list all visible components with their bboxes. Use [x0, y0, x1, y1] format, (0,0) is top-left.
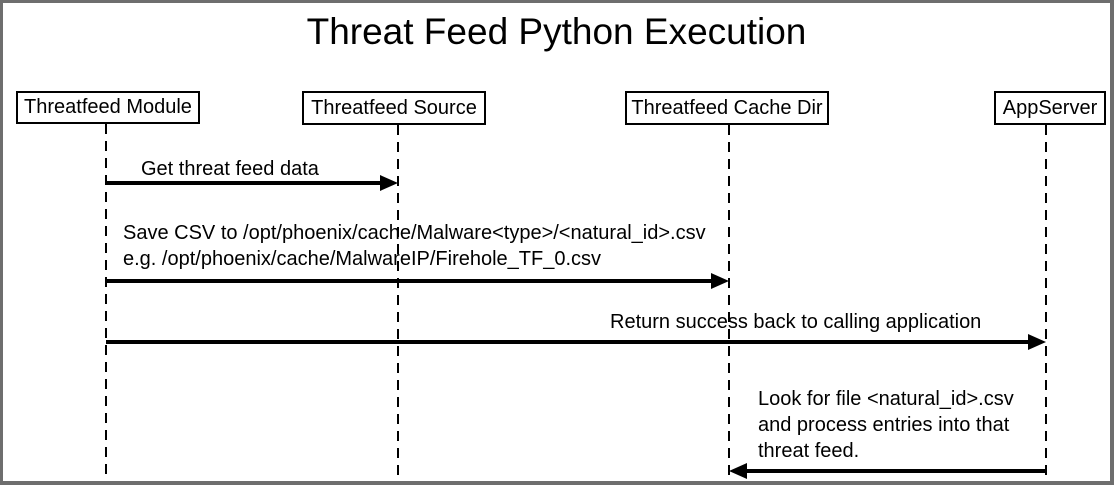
message-label-look-for-file-line-2: and process entries into that	[758, 414, 1010, 436]
arrowhead-left-icon	[729, 463, 747, 479]
actor-box-appserver: AppServer	[994, 91, 1106, 125]
lifeline-threatfeed-source	[396, 125, 400, 478]
message-label-save-csv-line-2: e.g. /opt/phoenix/cache/MalwareIP/Fireho…	[123, 248, 602, 270]
arrowhead-right-icon	[1028, 334, 1046, 350]
message-arrow-get-threat-feed-data	[106, 181, 382, 185]
actor-label-threatfeed-source: Threatfeed Source	[311, 96, 477, 119]
actor-box-threatfeed-cache-dir: Threatfeed Cache Dir	[625, 91, 829, 125]
actor-label-threatfeed-module: Threatfeed Module	[24, 96, 192, 118]
actor-box-threatfeed-module: Threatfeed Module	[16, 91, 200, 124]
actor-box-threatfeed-source: Threatfeed Source	[302, 91, 486, 125]
actor-label-appserver: AppServer	[1002, 96, 1098, 119]
message-label-return-success: Return success back to calling applicati…	[610, 311, 982, 333]
message-label-look-for-file-line-1: Look for file <natural_id>.csv	[758, 388, 1014, 410]
arrowhead-right-icon	[380, 175, 398, 191]
message-arrow-look-for-file	[745, 469, 1046, 473]
lifeline-threatfeed-cache-dir	[727, 125, 731, 478]
message-label-look-for-file-line-3: threat feed.	[758, 440, 860, 462]
message-label-get-threat-feed-data: Get threat feed data	[141, 158, 319, 180]
lifeline-threatfeed-module	[104, 124, 108, 478]
message-arrow-save-csv	[106, 279, 713, 283]
message-arrow-return-success	[106, 340, 1030, 344]
lifeline-appserver	[1044, 125, 1048, 478]
message-label-look-for-file: Look for file <natural_id>.csv and proce…	[758, 386, 1014, 464]
arrowhead-right-icon	[711, 273, 729, 289]
diagram-title: Threat Feed Python Execution	[306, 11, 807, 52]
message-label-save-csv: Save CSV to /opt/phoenix/cache/Malware<t…	[123, 220, 706, 272]
actor-label-threatfeed-cache-dir: Threatfeed Cache Dir	[631, 96, 823, 119]
message-label-save-csv-line-1: Save CSV to /opt/phoenix/cache/Malware<t…	[123, 222, 706, 244]
